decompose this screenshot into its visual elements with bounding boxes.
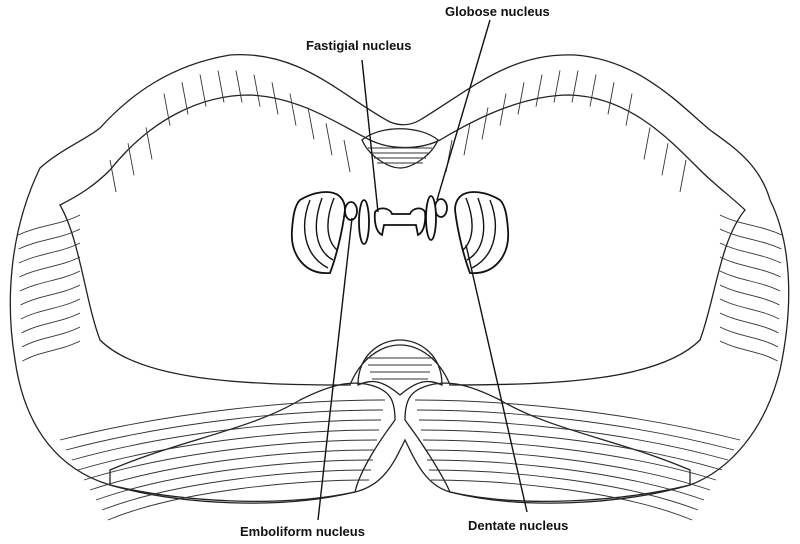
- folium-line: [109, 159, 117, 193]
- vermis-lobule: [357, 339, 443, 396]
- folium-line: [416, 409, 735, 451]
- folium-line: [217, 70, 225, 103]
- folium-line: [20, 284, 81, 306]
- folium-line: [643, 127, 651, 160]
- fastigial-leader-line: [361, 59, 379, 213]
- folium-line: [89, 449, 376, 491]
- dentate-leader-line: [465, 244, 528, 513]
- folium-line: [343, 139, 351, 173]
- folium-line: [18, 228, 81, 250]
- folium-line: [21, 326, 81, 348]
- right-tonsil: [404, 382, 691, 502]
- folium-line: [719, 340, 778, 362]
- folium-line: [19, 256, 81, 278]
- folium-line: [77, 429, 380, 471]
- folium-line: [430, 479, 693, 521]
- folium-line: [199, 74, 207, 107]
- folium-line: [420, 429, 723, 471]
- globose-label: Globose nucleus: [445, 4, 550, 19]
- folium-line: [414, 399, 741, 441]
- folium-line: [71, 419, 382, 461]
- folia-stripes: [17, 70, 783, 521]
- folium-line: [107, 479, 370, 521]
- folium-line: [719, 284, 780, 306]
- folium-line: [535, 74, 543, 107]
- folium-line: [127, 143, 135, 176]
- right-dentate-nucleus: [454, 191, 509, 274]
- folium-line: [426, 459, 705, 501]
- folium-line: [145, 127, 153, 160]
- folium-line: [499, 93, 507, 126]
- folium-line: [65, 409, 384, 451]
- left-tonsil: [109, 382, 396, 502]
- folium-line: [719, 242, 782, 264]
- folium-line: [21, 312, 81, 334]
- folium-line: [607, 82, 615, 115]
- folium-line: [719, 298, 780, 320]
- folium-line: [253, 74, 261, 107]
- folium-line: [325, 123, 333, 156]
- folium-line: [463, 123, 471, 156]
- folium-line: [625, 93, 633, 126]
- cerebellum-outline: [9, 54, 790, 504]
- folium-line: [418, 419, 729, 461]
- folium-line: [719, 228, 782, 250]
- fastigial-nucleus: [373, 207, 427, 237]
- folium-line: [719, 312, 779, 334]
- folium-line: [422, 439, 717, 481]
- folium-line: [428, 469, 699, 511]
- dentate-label: Dentate nucleus: [468, 518, 568, 533]
- left-dentate-nucleus: [291, 191, 346, 274]
- folium-line: [719, 256, 781, 278]
- folium-line: [19, 270, 81, 292]
- folium-line: [719, 214, 783, 236]
- folium-line: [481, 107, 489, 140]
- folium-line: [424, 449, 711, 491]
- folium-line: [101, 469, 372, 511]
- right-emboliform-nucleus: [425, 195, 437, 241]
- emboliform-label: Emboliform nucleus: [240, 524, 365, 539]
- folium-line: [59, 399, 386, 441]
- folium-line: [719, 270, 781, 292]
- folium-line: [271, 82, 279, 115]
- folium-line: [661, 143, 669, 176]
- fastigial-label: Fastigial nucleus: [306, 38, 411, 53]
- folium-line: [679, 159, 687, 193]
- folium-line: [181, 82, 189, 115]
- left-globose-nucleus: [344, 201, 358, 221]
- folium-line: [589, 74, 597, 107]
- folium-line: [83, 439, 378, 481]
- white-matter: [59, 94, 746, 386]
- folium-line: [20, 298, 81, 320]
- folium-line: [517, 82, 525, 115]
- folium-line: [289, 93, 297, 126]
- emboliform-leader-line: [317, 217, 353, 521]
- left-emboliform-nucleus: [358, 199, 370, 245]
- folium-line: [235, 70, 243, 103]
- folium-line: [553, 70, 561, 103]
- folium-line: [571, 70, 579, 103]
- folium-line: [307, 107, 315, 140]
- folium-line: [22, 340, 81, 362]
- folium-line: [719, 326, 779, 348]
- folium-line: [95, 459, 374, 501]
- globose-leader-line: [436, 19, 491, 201]
- folium-line: [18, 242, 81, 264]
- folium-line: [17, 214, 81, 236]
- vermis-top: [361, 128, 439, 169]
- folium-line: [163, 93, 171, 126]
